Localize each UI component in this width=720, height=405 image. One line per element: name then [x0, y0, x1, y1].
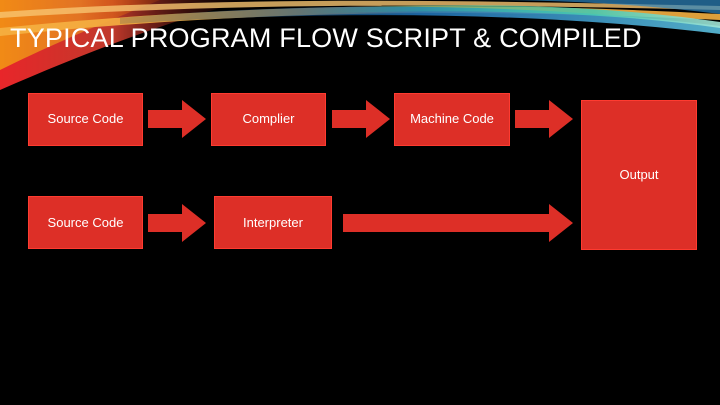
arrow-right-icon — [332, 100, 390, 138]
slide-title: TYPICAL PROGRAM FLOW SCRIPT & COMPILED — [10, 23, 642, 53]
source-code-box-1: Source Code — [28, 93, 143, 146]
compiler-label: Complier — [242, 111, 295, 126]
output-label: Output — [619, 167, 659, 182]
source-code-label-1: Source Code — [47, 111, 124, 126]
output-box: Output — [581, 100, 697, 250]
machine-code-box: Machine Code — [394, 93, 510, 146]
arrow-right-icon — [148, 204, 206, 242]
decorative-swoosh — [0, 0, 720, 90]
source-code-label-2: Source Code — [47, 215, 124, 230]
arrow-right-icon — [515, 100, 573, 138]
arrow-right-icon — [148, 100, 206, 138]
interpreter-box: Interpreter — [214, 196, 332, 249]
interpreter-label: Interpreter — [243, 215, 303, 230]
machine-code-label: Machine Code — [410, 111, 494, 126]
long-arrow-right-icon — [343, 204, 573, 242]
compiler-box: Complier — [211, 93, 326, 146]
source-code-box-2: Source Code — [28, 196, 143, 249]
